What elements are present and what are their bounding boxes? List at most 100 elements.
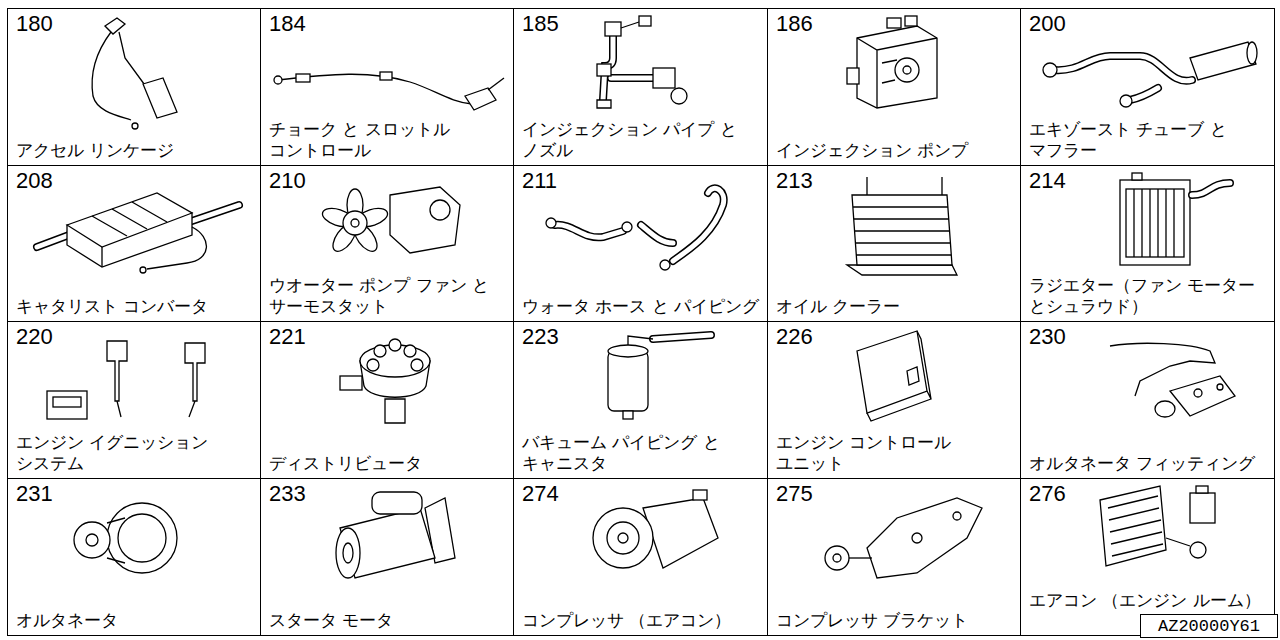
illustration-line [1134, 189, 1174, 257]
drawing-code-box: AZ20000Y61 [1140, 614, 1278, 638]
illustration-line [641, 225, 673, 243]
illustration-line [1130, 88, 1158, 100]
catalog-cell: 185 インジェクション パイプ と ノズル [513, 8, 768, 166]
part-name: エアコン （エンジン ルーム） [1029, 590, 1268, 611]
illustration-line [618, 533, 628, 543]
illustration-line [887, 18, 901, 28]
illustration-line [882, 60, 897, 83]
illustration-line [107, 341, 127, 401]
catalog-cell: 213オイル クーラー [767, 165, 1021, 322]
illustration-line [390, 187, 460, 253]
illustration-line [608, 345, 648, 357]
illustration-line [653, 335, 711, 339]
illustration-line [833, 554, 841, 562]
illustration-line [340, 376, 362, 390]
callout-number: 220 [16, 325, 254, 349]
illustration-line [597, 64, 611, 76]
catalog-cell: 276エアコン （エンジン ルーム） [1020, 478, 1275, 636]
callout-number: 226 [776, 325, 1014, 349]
illustration-line [621, 22, 639, 28]
water-pump-fan [320, 187, 460, 255]
illustration-line [857, 331, 927, 413]
part-name: アクセル リンケージ [16, 140, 254, 161]
drawing-code: AZ20000Y61 [1158, 618, 1260, 635]
illustration-line [132, 123, 138, 129]
illustration-line [907, 367, 919, 385]
illustration-line [653, 335, 711, 339]
catalog-cell: 200 エキゾースト チューブ と マフラー [1020, 8, 1275, 166]
illustration-line [105, 18, 125, 34]
accelerator-linkage [92, 18, 177, 129]
illustration-line [140, 267, 146, 273]
illustration-line [1054, 56, 1192, 81]
callout-number: 184 [269, 12, 507, 36]
illustration-line [905, 16, 917, 26]
callout-number: 233 [269, 482, 507, 506]
illustration-line [1170, 376, 1235, 416]
throttle-cable [274, 72, 504, 110]
part-name: インジェクション パイプ と ノズル [522, 119, 761, 162]
illustration-line [1155, 401, 1175, 417]
catalog-cell: 180 アクセル リンケージ [7, 8, 261, 166]
illustration-line [639, 16, 651, 26]
catalog-cell: 230オルタネータ フィッティング [1020, 321, 1275, 479]
illustration-line [608, 351, 648, 411]
alternator-bracket [1110, 343, 1235, 417]
catalog-cell: 184チョーク と スロットル コントロール [260, 8, 514, 166]
illustration-line [92, 202, 167, 267]
engine-control-unit [857, 331, 931, 421]
illustration-line [86, 534, 98, 546]
catalog-cell: 220 エンジン イグニッション システム [7, 321, 261, 479]
part-name: インジェクション ポンプ [776, 140, 1014, 161]
callout-number: 230 [1029, 325, 1268, 349]
catalog-cell: 223バキューム パイピング と キャニスタ [513, 321, 768, 479]
water-hoses [546, 188, 724, 270]
illustration-line [857, 38, 937, 108]
callout-number: 211 [522, 169, 761, 193]
illustration-line [852, 195, 952, 265]
starter-motor [336, 492, 455, 578]
callout-number: 275 [776, 482, 1014, 506]
illustration-line [641, 225, 673, 243]
part-name: ウオーター ポンプ ファン と サーモスタット [269, 275, 507, 318]
callout-number: 180 [16, 12, 254, 36]
illustration-line [857, 26, 937, 108]
callout-number: 231 [16, 482, 254, 506]
illustration-line [555, 225, 623, 238]
callout-number: 200 [1029, 12, 1268, 36]
injection-pipe [597, 16, 687, 108]
ignition-coils [47, 341, 205, 419]
illustration-line [465, 88, 496, 110]
catalog-cell: 208キャタリスト コンバータ [7, 165, 261, 322]
illustration-line [673, 188, 724, 261]
illustration-line [853, 207, 951, 255]
callout-number: 223 [522, 325, 761, 349]
illustration-line [1192, 183, 1230, 195]
part-name: エンジン イグニッション システム [16, 432, 254, 475]
part-name: キャタリスト コンバータ [16, 296, 254, 317]
catalog-cell: 233スタータ モータ [260, 478, 514, 636]
illustration-line [1120, 180, 1190, 265]
oil-cooler [847, 177, 957, 275]
illustration-line [343, 211, 367, 235]
illustration-line [1247, 42, 1257, 64]
part-name: エンジン コントロール ユニット [776, 432, 1014, 475]
callout-number: 185 [522, 12, 761, 36]
compressor-bracket [825, 498, 982, 578]
illustration-line [847, 265, 957, 275]
illustration-line [623, 411, 633, 419]
illustration-line [1190, 542, 1206, 558]
illustration-line [488, 78, 504, 90]
illustration-line [1120, 95, 1132, 107]
illustration-line [320, 189, 390, 255]
part-name: ディストリビュータ [269, 453, 507, 474]
illustration-line [351, 219, 359, 227]
illustration-line [1190, 493, 1215, 523]
illustration-line [143, 78, 177, 118]
illustration-line [278, 74, 472, 104]
part-name: エキゾースト チューブ と マフラー [1029, 119, 1268, 162]
illustration-line [912, 533, 922, 543]
callout-number: 274 [522, 482, 761, 506]
